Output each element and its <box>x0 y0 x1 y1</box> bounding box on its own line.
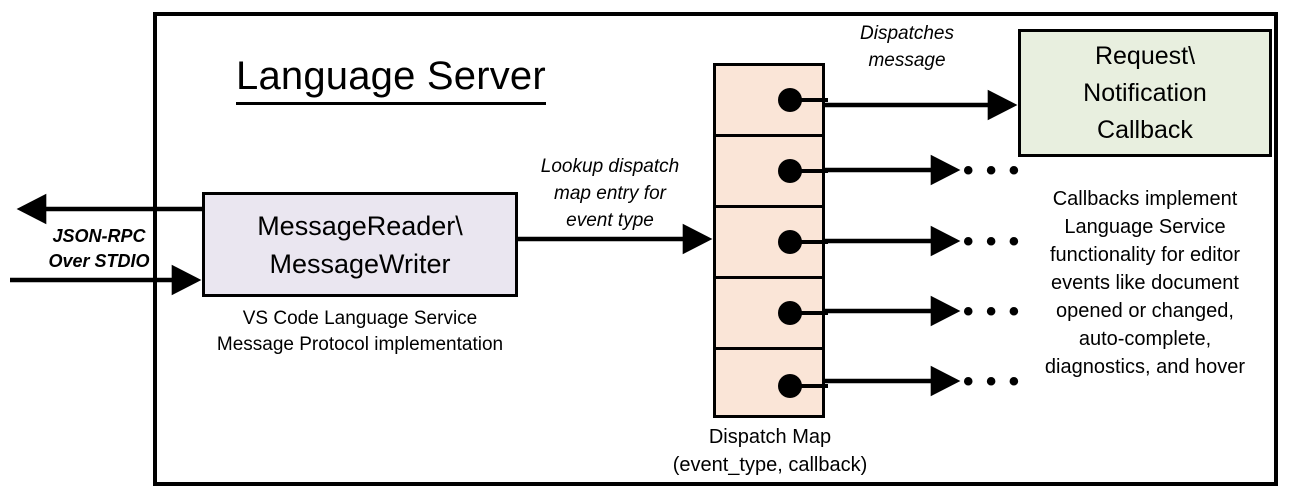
lookup-label-line3: event type <box>566 210 654 231</box>
dispatch-map-caption-line2: (event_type, callback) <box>672 454 868 476</box>
message-box-caption-line2: Message Protocol implementation <box>216 334 504 355</box>
lookup-dispatch-label: Lookup dispatch map entry for event type <box>520 153 700 234</box>
callback-caption-line-1: Callbacks implement <box>1052 188 1238 210</box>
ellipsis-row-3: • • • <box>963 225 1022 258</box>
dispatch-map-row-3 <box>716 208 828 279</box>
jsonrpc-label-line1: JSON-RPC <box>52 226 146 246</box>
callback-stub <box>796 98 828 102</box>
dispatch-map-row-1 <box>716 66 828 137</box>
jsonrpc-label-line2: Over STDIO <box>48 251 150 271</box>
language-server-boundary <box>153 12 1278 486</box>
callback-caption-line-2: Language Service <box>1064 216 1226 238</box>
callback-stub <box>796 240 828 244</box>
message-box-caption: VS Code Language Service Message Protoco… <box>198 306 522 358</box>
callback-stub <box>796 169 828 173</box>
dispatches-message-label: Dispatches message <box>832 20 982 74</box>
callback-box-caption: Callbacks implement Language Service fun… <box>1008 185 1282 381</box>
callback-caption-line-7: diagnostics, and hover <box>1044 356 1246 378</box>
request-notification-callback-box: Request\ Notification Callback <box>1018 29 1272 157</box>
ellipsis-row-2: • • • <box>963 154 1022 187</box>
callback-stub <box>796 383 828 388</box>
callback-caption-line-6: auto-complete, <box>1078 328 1212 350</box>
callback-stub <box>796 311 828 315</box>
page-title: Language Server <box>236 52 546 105</box>
dispatches-label-line2: message <box>868 50 946 71</box>
callback-box-line2: Notification <box>1083 78 1207 107</box>
message-reader-label: MessageReader\ <box>257 210 463 241</box>
dispatch-map-row-4 <box>716 279 828 350</box>
message-writer-label: MessageWriter <box>269 248 451 279</box>
callback-box-line1: Request\ <box>1094 41 1196 70</box>
message-reader-writer-box: MessageReader\ MessageWriter <box>202 192 518 297</box>
message-box-caption-line1: VS Code Language Service <box>242 308 478 329</box>
callback-caption-line-3: functionality for editor <box>1049 244 1241 266</box>
ellipsis-row-4: • • • <box>963 295 1022 328</box>
callback-caption-line-5: opened or changed, <box>1056 300 1234 322</box>
dispatches-label-line1: Dispatches <box>860 23 954 44</box>
lookup-label-line1: Lookup dispatch <box>540 156 680 177</box>
dispatch-map-caption-line1: Dispatch Map <box>708 426 832 448</box>
dispatch-map-row-2 <box>716 137 828 208</box>
callback-box-line3: Callback <box>1097 115 1193 144</box>
ellipsis-row-5: • • • <box>963 365 1022 398</box>
dispatch-map-table <box>713 63 828 421</box>
jsonrpc-transport-label: JSON-RPC Over STDIO <box>34 224 164 274</box>
callback-caption-line-4: events like document <box>1051 272 1239 294</box>
dispatch-map-row-5 <box>716 350 828 421</box>
lookup-label-line2: map entry for <box>554 183 666 204</box>
dispatch-map-caption: Dispatch Map (event_type, callback) <box>645 423 895 479</box>
